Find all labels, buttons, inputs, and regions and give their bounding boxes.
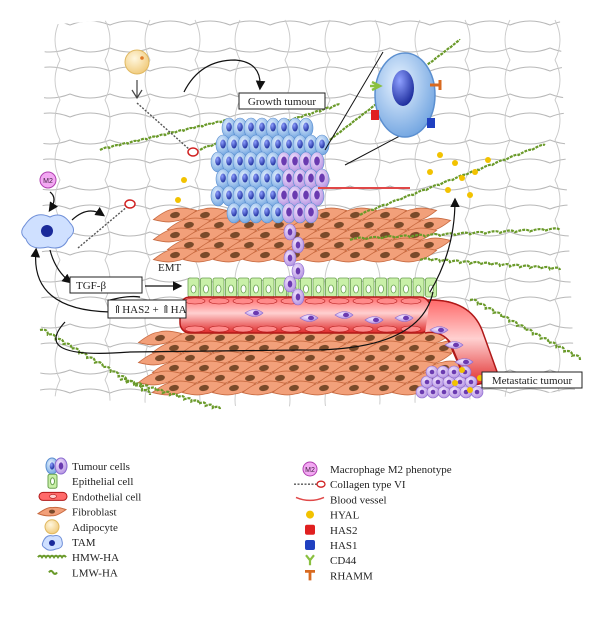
legend-label: Adipocyte (72, 522, 118, 534)
epithelial-layer (187, 277, 437, 298)
adipocyte-icon (44, 519, 60, 535)
legend-label: HYAL (330, 510, 360, 522)
cd44-receptor-icon (370, 80, 383, 92)
rhamm-receptor-icon (430, 80, 442, 90)
legend-label: LMW-HA (72, 567, 118, 579)
legend-label: Blood vessel (330, 494, 387, 506)
tam-icon (41, 535, 63, 551)
process-arrows (30, 59, 460, 354)
epithelial-cell-icon (47, 473, 58, 489)
has2-ha-label: ⇑HAS2 + ⇑HA (107, 299, 187, 319)
collagen-vi-chains (77, 102, 199, 249)
svg-text:M2: M2 (43, 178, 53, 185)
legend-label: CD44 (330, 555, 357, 567)
svg-text:Metastatic tumour: Metastatic tumour (492, 375, 573, 387)
svg-text:⇑HAS2 + ⇑HA: ⇑HAS2 + ⇑HA (113, 304, 187, 316)
growth-tumour-label: Growth tumour (238, 92, 326, 110)
legend-label: RHAMM (330, 570, 373, 582)
zoomed-tumour-cell (324, 51, 442, 166)
tam-icon (21, 214, 74, 249)
legend-label: HAS2 (330, 525, 358, 537)
hyal-icon (306, 510, 314, 519)
has2-icon (305, 524, 315, 535)
legend-label: HMW-HA (72, 552, 119, 564)
macrophage-m2-icon: M2 (302, 461, 318, 477)
hmw-ha-icon (37, 554, 67, 560)
blood-vessel-icon (295, 496, 325, 502)
legend-label: Endothelial cell (72, 491, 141, 503)
adipocyte-icon (124, 49, 150, 100)
blood-vessel (179, 296, 502, 387)
endothelial-cell-icon (38, 491, 68, 501)
legend-label: Epithelial cell (72, 476, 133, 488)
legend-label: Tumour cells (72, 461, 130, 473)
legend-label: Fibroblast (72, 507, 117, 519)
rhamm-icon (305, 570, 315, 581)
tumour-cells-icon (45, 457, 68, 475)
legend-label: HAS1 (330, 540, 358, 552)
cd44-icon (305, 554, 315, 566)
svg-text:Growth tumour: Growth tumour (248, 96, 316, 108)
fibroblast-icon (36, 506, 68, 517)
collagen-vi-icon (294, 480, 326, 488)
metastatic-tumour-label: Metastatic tumour (481, 371, 583, 389)
lmw-ha-icon (48, 569, 58, 575)
emt-label: EMT (158, 262, 182, 274)
svg-text:TGF-β: TGF-β (76, 280, 106, 292)
has1-icon (305, 540, 315, 550)
has1-receptor-icon (427, 118, 435, 128)
macrophage-m2-icon: M2 (39, 171, 57, 189)
legend-label: Macrophage M2 phenotype (330, 464, 452, 476)
svg-text:M2: M2 (305, 467, 315, 474)
tumour-mass (210, 117, 330, 306)
tgf-beta-label: TGF-β (69, 276, 143, 294)
legend-label: Collagen type VI (330, 479, 406, 491)
circulating-tumour-cells (244, 309, 474, 366)
legend-label: TAM (72, 537, 96, 549)
hyal-dots (175, 152, 491, 393)
has2-receptor-icon (371, 110, 379, 120)
